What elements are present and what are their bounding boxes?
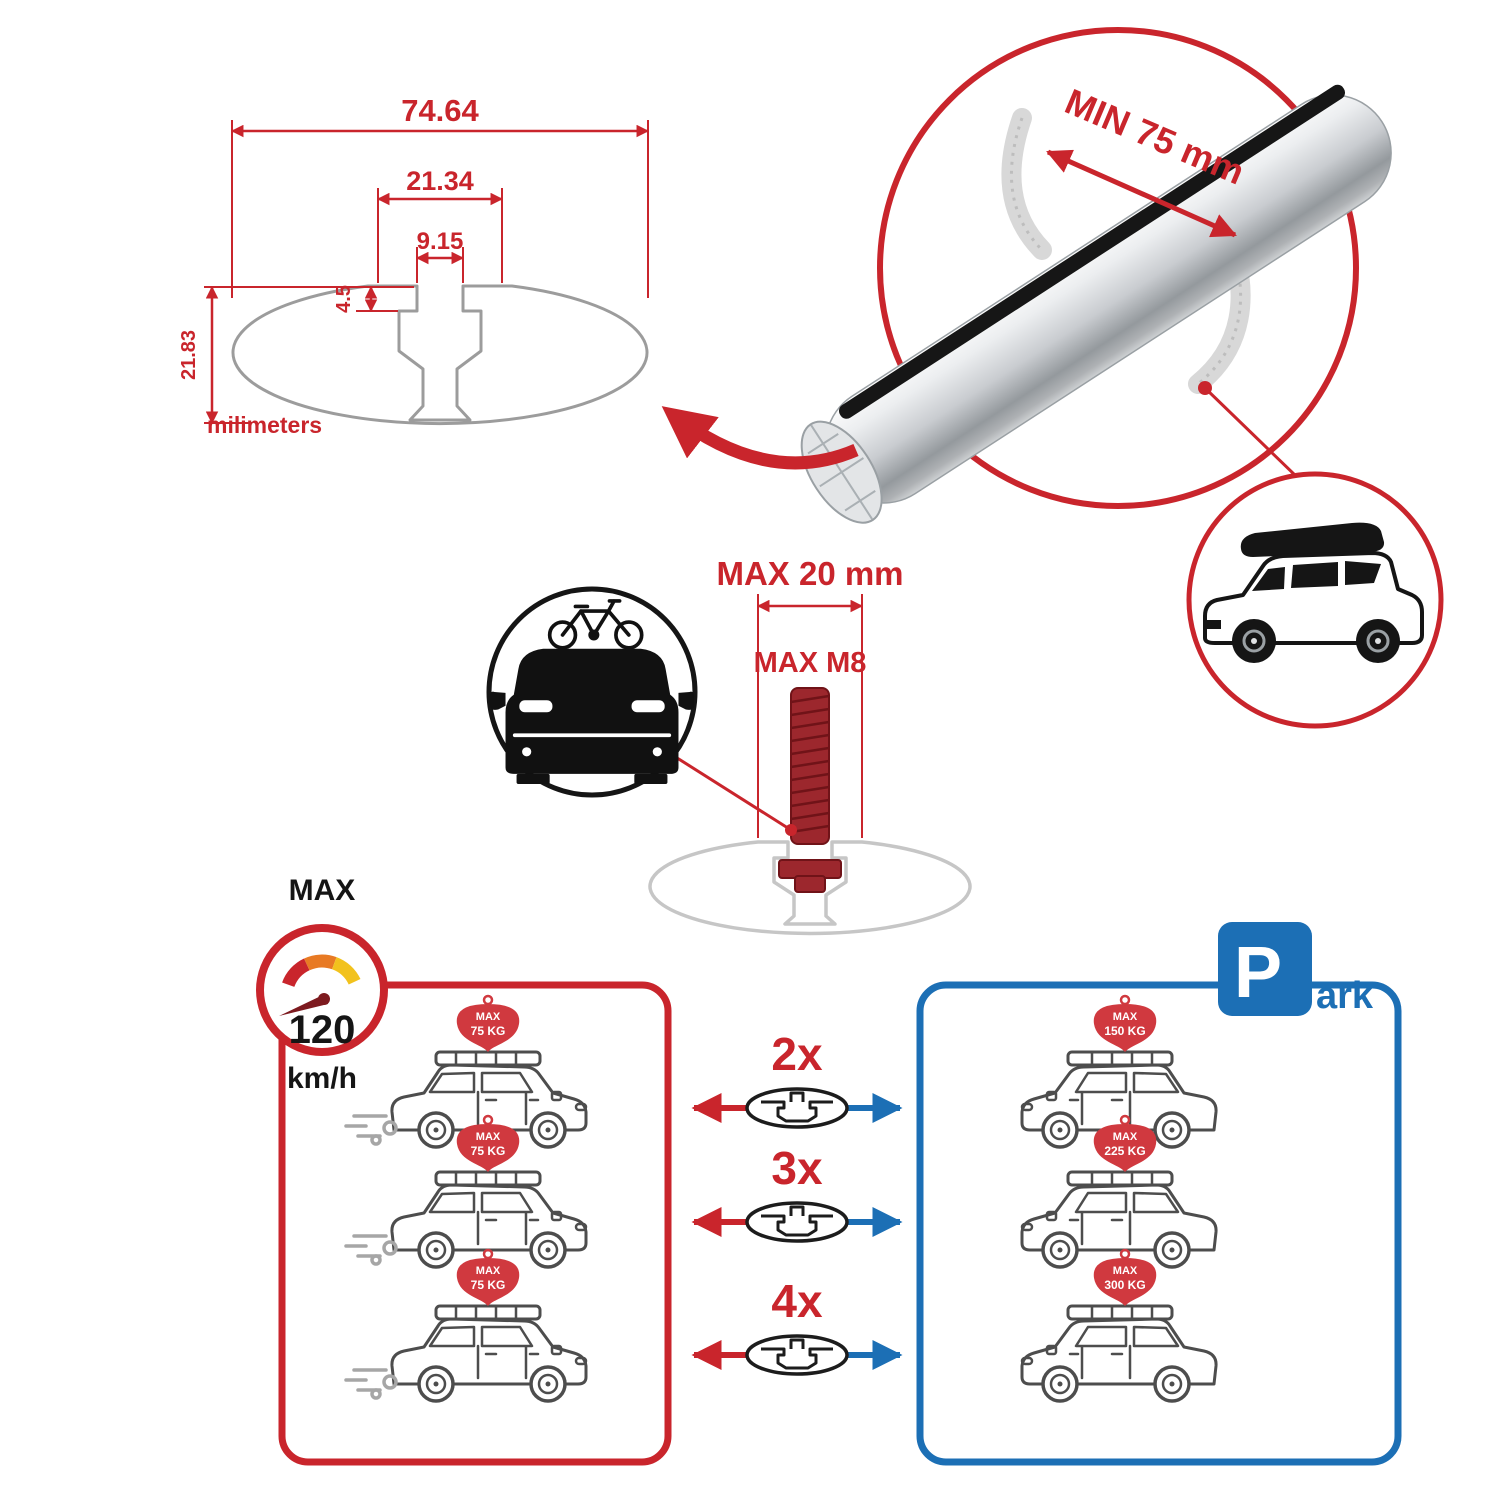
multiplier-label-2x: 2x (771, 1028, 823, 1080)
park-sign: P ark (1218, 922, 1374, 1017)
crossbar-profile-outline (231, 284, 649, 426)
svg-text:MAX: MAX (1113, 1131, 1138, 1143)
crossbar-profile-icon (745, 1201, 849, 1243)
t-bolt-icon (778, 687, 842, 893)
crossbar-profile-icon (745, 1334, 849, 1376)
detail-pointer-arrow (661, 406, 859, 470)
svg-text:MAX: MAX (476, 1131, 501, 1143)
svg-text:75 KG: 75 KG (471, 1024, 506, 1038)
car-front-badge (486, 586, 698, 798)
max-bolt-size-label: MAX M8 (754, 647, 867, 679)
bike-icon (547, 599, 644, 650)
suv-with-roofbox-icon (1203, 522, 1424, 663)
speed-limit-gauge: MAX 120 km/h (256, 874, 388, 1095)
unit-label: milimeters (207, 412, 322, 438)
speedometer-circle (256, 924, 388, 1056)
min-span-arrow (1046, 149, 1237, 238)
svg-text:MAX: MAX (476, 1011, 501, 1023)
driving-zone-panel: MAX 75 KG MAX 75 KG MAX 75 KG (278, 981, 672, 1466)
multiplier-rows: 2x 3x 4x (691, 1028, 903, 1376)
faded-profile-outline (648, 840, 972, 936)
speed-value: 120 (289, 1008, 356, 1052)
dimension-channel-width-value: 21.34 (406, 166, 474, 196)
bolt-diagram: MAX 20 mm MAX M8 (648, 555, 972, 936)
multiplier-row-4x: 4x (691, 1275, 903, 1376)
svg-text:MAX: MAX (1113, 1011, 1138, 1023)
car-front-icon (489, 648, 695, 784)
park-sign-suffix: ark (1316, 975, 1374, 1017)
parked-flag-2: MAX 225 KG (1093, 1114, 1157, 1172)
parked-flag-3: MAX 300 KG (1093, 1248, 1157, 1306)
driving-flag-1: MAX 75 KG (456, 994, 520, 1052)
dimension-slot-depth: 4.5 (333, 285, 414, 313)
dimension-slot-depth-value: 4.5 (333, 285, 355, 313)
multiplier-row-2x: 2x (691, 1028, 903, 1129)
svg-text:300 KG: 300 KG (1104, 1278, 1145, 1292)
park-sign-square (1218, 922, 1312, 1016)
bolt-leader-line (673, 754, 792, 832)
multiplier-label-3x: 3x (771, 1142, 823, 1194)
parked-zone-panel: P ark MAX 150 KG MAX 225 KG MAX (916, 922, 1402, 1466)
max-channel-width-label: MAX 20 mm (716, 555, 903, 592)
park-sign-letter: P (1234, 933, 1282, 1013)
dimension-channel-width: 21.34 (376, 166, 504, 283)
svg-text:225 KG: 225 KG (1104, 1144, 1145, 1158)
svg-text:MAX: MAX (1113, 1265, 1138, 1277)
svg-text:75 KG: 75 KG (471, 1144, 506, 1158)
dimension-total-width: 74.64 (230, 93, 650, 298)
crossbar-profile-icon (745, 1087, 849, 1129)
roofbox-car-badge (1186, 471, 1444, 729)
svg-text:MAX: MAX (476, 1265, 501, 1277)
dimension-max-channel-width: MAX 20 mm (716, 555, 904, 838)
dimension-total-height: 21.83 (178, 285, 366, 425)
multiplier-row-3x: 3x (691, 1142, 903, 1243)
dimension-slot-width-value: 9.15 (417, 228, 464, 255)
speed-unit: km/h (287, 1062, 357, 1095)
bolt-point-dot (785, 824, 797, 836)
multiplier-label-4x: 4x (771, 1275, 823, 1327)
dimension-total-height-value: 21.83 (178, 330, 200, 380)
driving-flag-3: MAX 75 KG (456, 1248, 520, 1306)
speedometer-icon (279, 954, 361, 1016)
bar-detail-circle: MIN 75 mm (800, 27, 1392, 524)
driving-flag-2: MAX 75 KG (456, 1114, 520, 1172)
svg-text:75 KG: 75 KG (471, 1278, 506, 1292)
speed-max-label: MAX (289, 874, 356, 907)
clamp-leader-line (1203, 386, 1300, 480)
svg-text:150 KG: 150 KG (1104, 1024, 1145, 1038)
dimension-slot-width: 9.15 (415, 228, 465, 283)
cross-section-diagram: 74.64 21.34 9.15 4.5 21.83 milimeters (178, 93, 650, 438)
parked-flag-1: MAX 150 KG (1093, 994, 1157, 1052)
dimension-total-width-value: 74.64 (401, 93, 479, 128)
